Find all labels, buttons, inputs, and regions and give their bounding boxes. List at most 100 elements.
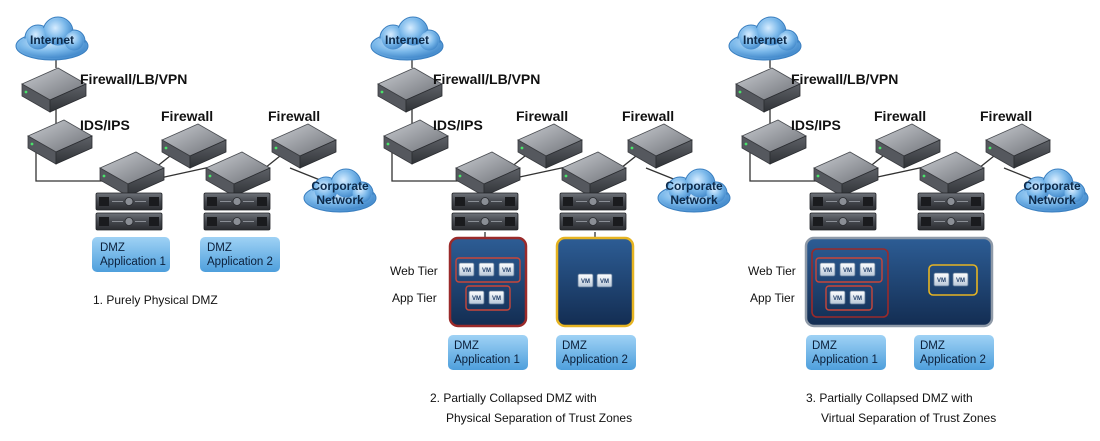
- panel-virtual-separation: Internet Firewall/LB/VPN IDS/IPS Firewal…: [728, 16, 1089, 425]
- dmz-app-2-box: [200, 237, 280, 272]
- ids-ips-label: IDS/IPS: [791, 117, 841, 133]
- dmz-switch-2-icon: [205, 151, 271, 197]
- dmz-app-2-line1: DMZ: [207, 242, 232, 254]
- dmz-app-2-line2: Application 2: [920, 354, 986, 366]
- server-1b-icon: [95, 212, 163, 231]
- firewall-b-device-icon: [627, 123, 693, 169]
- internet-label: Internet: [743, 33, 787, 47]
- server-2b-icon: [559, 212, 627, 231]
- server-1b-icon: [809, 212, 877, 231]
- vm-label: VM: [472, 296, 481, 302]
- caption-line1: 1. Purely Physical DMZ: [93, 293, 218, 307]
- caption-line2: Virtual Separation of Trust Zones: [821, 411, 996, 425]
- dmz-app-2-line1: DMZ: [562, 340, 587, 352]
- server-2a-icon: [203, 192, 271, 211]
- corporate-label-line1: Corporate: [1023, 179, 1081, 193]
- firewall-a-device-icon: [517, 123, 583, 169]
- panel-purely-physical-dmz: Internet Firewall/LB/VPN IDS/IPS Firewal…: [15, 16, 377, 307]
- firewall-lb-vpn-device-icon: [21, 67, 87, 113]
- server-2b-icon: [917, 212, 985, 231]
- server-1b-icon: [451, 212, 519, 231]
- vm-label: VM: [581, 279, 590, 285]
- firewall-b-device-icon: [985, 123, 1051, 169]
- server-1a-icon: [95, 192, 163, 211]
- vm-label: VM: [823, 268, 832, 274]
- firewall-b-label: Firewall: [622, 108, 674, 124]
- corporate-label-line2: Network: [670, 193, 718, 207]
- dmz-switch-1-icon: [99, 151, 165, 197]
- vm-label: VM: [600, 279, 609, 285]
- vm-label: VM: [492, 296, 501, 302]
- app2-vms: VM VM: [933, 272, 969, 287]
- firewall-a-label: Firewall: [874, 108, 926, 124]
- internet-label: Internet: [30, 33, 74, 47]
- host-2-zone: [555, 236, 635, 328]
- firewall-lb-vpn-label: Firewall/LB/VPN: [80, 71, 187, 87]
- dmz-app-1-line2: Application 1: [812, 354, 878, 366]
- dmz-app-1-box: [92, 237, 170, 272]
- web-tier-label: Web Tier: [390, 264, 438, 278]
- caption-line1: 3. Partially Collapsed DMZ with: [806, 391, 973, 405]
- caption-line2: Physical Separation of Trust Zones: [446, 411, 632, 425]
- caption-line1: 2. Partially Collapsed DMZ with: [430, 391, 597, 405]
- app-tier-label: App Tier: [750, 291, 795, 305]
- web-tier-group: [815, 257, 883, 283]
- app2-vms: VM VM: [577, 273, 613, 288]
- corporate-label-line2: Network: [1028, 193, 1076, 207]
- vm-label: VM: [502, 268, 511, 274]
- server-1a-icon: [451, 192, 519, 211]
- web-tier-vms: VM VM VM: [458, 262, 515, 277]
- dmz-app-1-box: [448, 335, 528, 370]
- dmz-app-1-line2: Application 1: [454, 354, 520, 366]
- dmz-app-2-line2: Application 2: [562, 354, 628, 366]
- web-tier-group: [455, 257, 521, 283]
- dmz-app-1-line1: DMZ: [454, 340, 479, 352]
- vm-label: VM: [937, 278, 946, 284]
- firewall-b-label: Firewall: [980, 108, 1032, 124]
- app-2-trust-zone: [928, 264, 978, 296]
- dmz-app-1-line1: DMZ: [812, 340, 837, 352]
- dmz-app-2-line2: Application 2: [207, 256, 273, 268]
- dmz-app-1-box: [806, 335, 886, 370]
- app-tier-group: [825, 285, 873, 311]
- app-tier-vms: VM VM: [829, 290, 866, 305]
- vm-label: VM: [863, 268, 872, 274]
- dmz-app-2-box: [556, 335, 636, 370]
- firewall-a-device-icon: [875, 123, 941, 169]
- dmz-switch-2-icon: [919, 151, 985, 197]
- vm-label: VM: [853, 296, 862, 302]
- server-2b-icon: [203, 212, 271, 231]
- firewall-b-label: Firewall: [268, 108, 320, 124]
- app-tier-vms: VM VM: [468, 290, 505, 305]
- ids-ips-label: IDS/IPS: [433, 117, 483, 133]
- dmz-app-1-line2: Application 1: [100, 256, 166, 268]
- app-tier-label: App Tier: [392, 291, 437, 305]
- firewall-lb-vpn-label: Firewall/LB/VPN: [433, 71, 540, 87]
- app-1-trust-zone: [811, 248, 889, 318]
- firewall-lb-vpn-label: Firewall/LB/VPN: [791, 71, 898, 87]
- ids-ips-label: IDS/IPS: [80, 117, 130, 133]
- dmz-switch-1-icon: [455, 151, 521, 197]
- corporate-label-line1: Corporate: [665, 179, 723, 193]
- firewall-b-device-icon: [271, 123, 337, 169]
- firewall-a-label: Firewall: [161, 108, 213, 124]
- vm-label: VM: [833, 296, 842, 302]
- firewall-a-device-icon: [161, 123, 227, 169]
- server-2a-icon: [917, 192, 985, 211]
- dmz-switch-1-icon: [813, 151, 879, 197]
- dmz-app-2-box: [914, 335, 994, 370]
- web-tier-label: Web Tier: [748, 264, 796, 278]
- server-2a-icon: [559, 192, 627, 211]
- vm-label: VM: [956, 278, 965, 284]
- corporate-label-line1: Corporate: [311, 179, 369, 193]
- vm-label: VM: [482, 268, 491, 274]
- server-1a-icon: [809, 192, 877, 211]
- app-tier-group: [465, 285, 511, 311]
- dmz-app-2-line1: DMZ: [920, 340, 945, 352]
- dmz-switch-2-icon: [561, 151, 627, 197]
- dmz-app-1-line1: DMZ: [100, 242, 125, 254]
- vm-label: VM: [462, 268, 471, 274]
- firewall-a-label: Firewall: [516, 108, 568, 124]
- internet-label: Internet: [385, 33, 429, 47]
